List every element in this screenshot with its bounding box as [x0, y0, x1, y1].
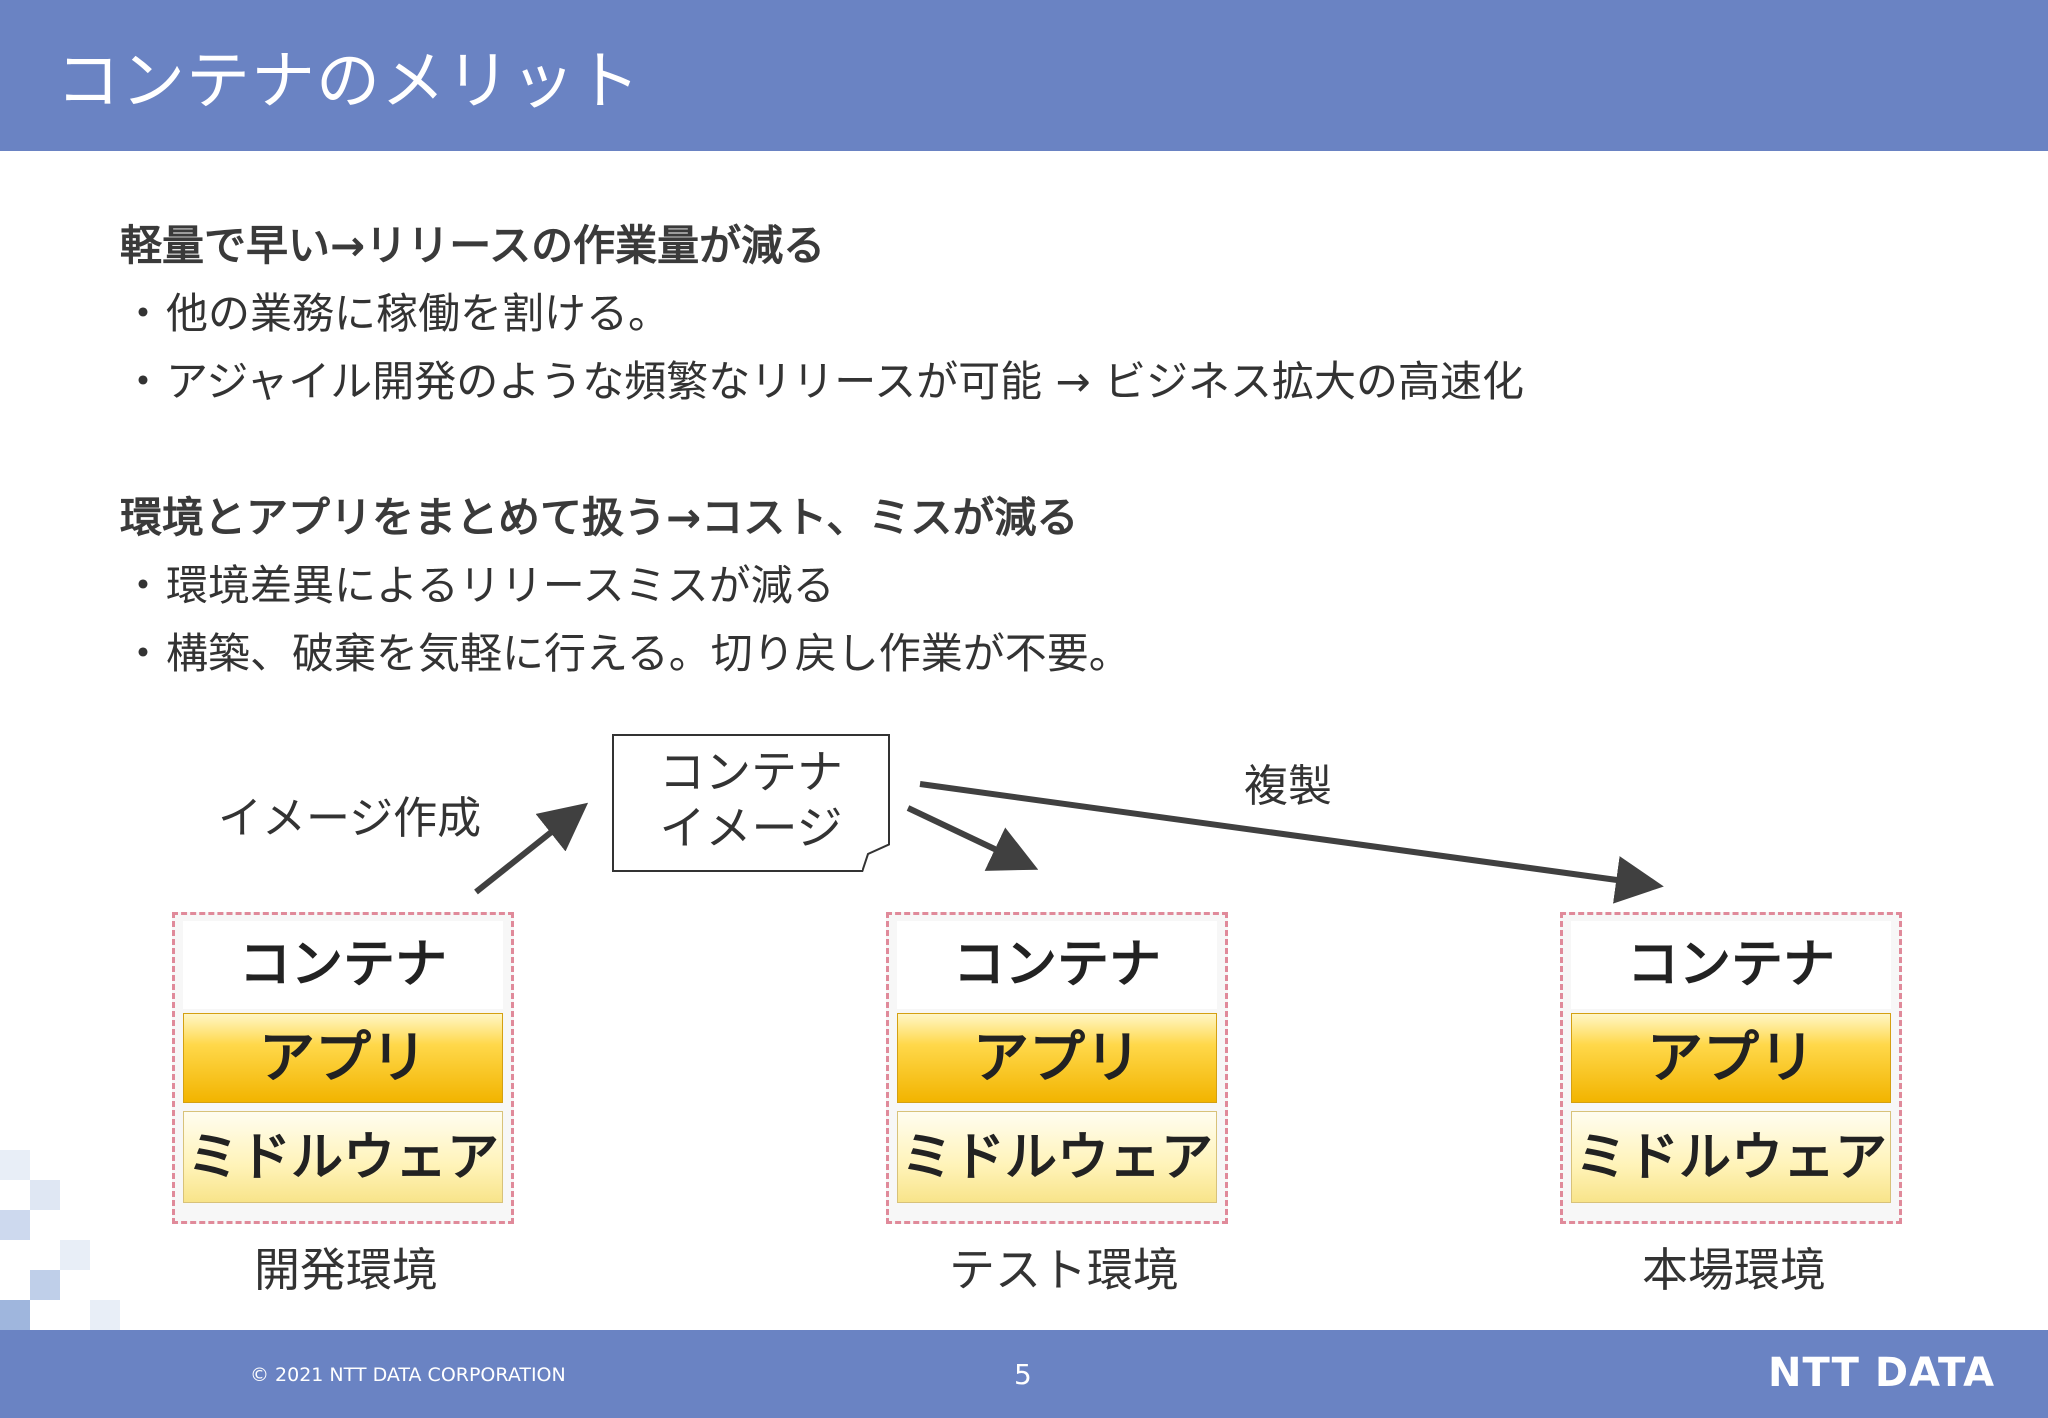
container-layer: コンテナ — [183, 921, 503, 1009]
copyright-text: © 2021 NTT DATA CORPORATION — [250, 1364, 566, 1386]
container-image-box: コンテナ イメージ — [612, 734, 890, 872]
middleware-layer: ミドルウェア — [897, 1111, 1217, 1203]
bullet-text: アジャイル開発のような頻繁なリリースが可能 → ビジネス拡大の高速化 — [166, 357, 1525, 406]
arrow-to-image — [474, 802, 589, 895]
test-stack: コンテナ アプリ ミドルウェア — [886, 912, 1228, 1224]
section-heading: 軽量で早い→リリースの作業量が減る — [120, 221, 826, 270]
image-box-line1: コンテナ — [659, 745, 843, 799]
env-label-dev: 開発環境 — [254, 1243, 438, 1297]
arrow-to-test — [906, 805, 1039, 871]
app-layer: アプリ — [183, 1013, 503, 1103]
bullet-item: ・構築、破棄を気軽に行える。切り戻し作業が不要。 — [120, 620, 1131, 688]
image-create-label: イメージ作成 — [218, 793, 482, 844]
folded-corner-icon — [862, 844, 890, 872]
bullet-item: ・アジャイル開発のような頻繁なリリースが可能 → ビジネス拡大の高速化 — [120, 348, 1524, 416]
slide-title: コンテナのメリット — [56, 45, 641, 119]
footer-bar: © 2021 NTT DATA CORPORATION 5 NTT DATA — [0, 1330, 2048, 1418]
bullet-text: 他の業務に稼働を割ける。 — [166, 289, 671, 338]
middleware-layer: ミドルウェア — [1571, 1111, 1891, 1203]
header-bar: コンテナのメリット — [0, 0, 2048, 151]
copy-label: 複製 — [1244, 761, 1332, 812]
image-box-line2: イメージ — [659, 801, 843, 855]
bullet-marker: ・ — [121, 561, 164, 610]
section-lightweight: 軽量で早い→リリースの作業量が減る ・他の業務に稼働を割ける。 ・アジャイル開発… — [120, 212, 1524, 416]
page-number: 5 — [1014, 1358, 1032, 1391]
container-layer: コンテナ — [897, 921, 1217, 1009]
section-environment: 環境とアプリをまとめて扱う→コスト、ミスが減る ・環境差異によるリリースミスが減… — [120, 484, 1131, 688]
bullet-marker: ・ — [121, 357, 164, 406]
app-layer: アプリ — [897, 1013, 1217, 1103]
bullet-marker: ・ — [121, 289, 164, 338]
app-layer: アプリ — [1571, 1013, 1891, 1103]
container-layer: コンテナ — [1571, 921, 1891, 1009]
arrow-to-prod — [919, 781, 1664, 904]
bullet-text: 環境差異によるリリースミスが減る — [166, 561, 835, 610]
prod-stack: コンテナ アプリ ミドルウェア — [1560, 912, 1902, 1224]
bullet-marker: ・ — [121, 629, 164, 678]
bullet-item: ・他の業務に稼働を割ける。 — [120, 280, 1524, 348]
bullet-item: ・環境差異によるリリースミスが減る — [120, 552, 1131, 620]
section-heading: 環境とアプリをまとめて扱う→コスト、ミスが減る — [120, 493, 1079, 542]
env-label-test: テスト環境 — [949, 1243, 1179, 1297]
env-label-prod: 本場環境 — [1642, 1243, 1826, 1297]
container-image-text: コンテナ イメージ — [614, 736, 888, 856]
middleware-layer: ミドルウェア — [183, 1111, 503, 1203]
dev-stack: コンテナ アプリ ミドルウェア — [172, 912, 514, 1224]
bullet-text: 構築、破棄を気軽に行える。切り戻し作業が不要。 — [166, 629, 1131, 678]
ntt-data-logo: NTT DATA — [1768, 1350, 1996, 1396]
